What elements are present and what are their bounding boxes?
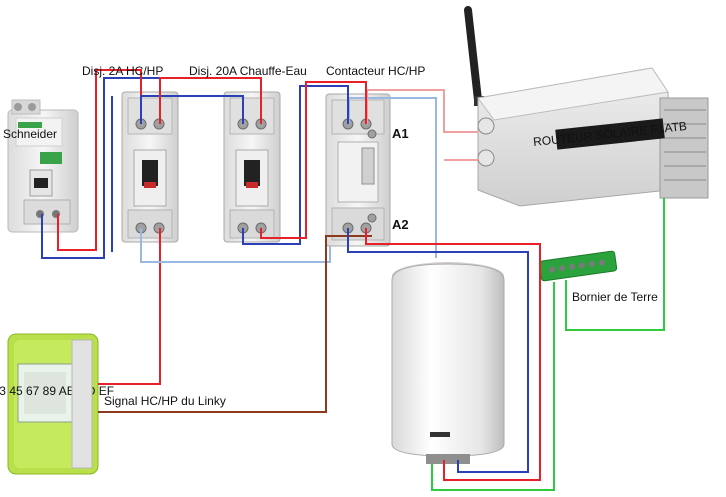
schneider-logo-icon bbox=[18, 122, 42, 128]
breaker-2a-hc-hp bbox=[121, 91, 179, 243]
linky-meter: 01 23 45 67 89 AB CD EF bbox=[0, 333, 114, 475]
label-a2: A2 bbox=[392, 217, 409, 232]
neutral-wire-2a-to-coil bbox=[140, 228, 331, 263]
wires bbox=[41, 69, 665, 491]
label-disj-2a: Disj. 2A HC/HP bbox=[82, 64, 163, 78]
phase-wire-2a-to-linky bbox=[98, 228, 161, 385]
earth-wire-boiler bbox=[431, 282, 555, 491]
antenna-icon bbox=[464, 6, 482, 104]
label-disj-20a: Disj. 20A Chauffe-Eau bbox=[189, 64, 307, 78]
phase-wire-contactor-to-boiler bbox=[365, 228, 541, 481]
brand-label: Schneider bbox=[3, 127, 57, 141]
phase-wire-main-to-2a bbox=[57, 69, 142, 251]
phase-wire-20a-to-contactor bbox=[260, 81, 367, 239]
contactor-hc-hp bbox=[325, 93, 391, 247]
breaker-20a-chauffe-eau bbox=[223, 91, 281, 243]
neutral-wire-2a-to-20a bbox=[140, 95, 244, 124]
phase-wire-2a-to-20a bbox=[159, 77, 262, 124]
earth-wire-router bbox=[565, 198, 665, 331]
neutral-wire-contactor-to-boiler bbox=[347, 228, 529, 473]
label-contacteur: Contacteur HC/HP bbox=[326, 64, 425, 78]
heatsink bbox=[659, 97, 709, 199]
neutral-wire-20a-to-contactor bbox=[242, 85, 349, 245]
earth-terminal-block bbox=[538, 250, 618, 282]
label-signal-linky: Signal HC/HP du Linky bbox=[104, 394, 226, 408]
solar-router-box: ROUTEUR SOLAIRE F1ATB bbox=[464, 6, 709, 207]
main-differential-breaker: Schneider bbox=[3, 99, 79, 233]
label-a1: A1 bbox=[392, 126, 409, 141]
water-heater bbox=[391, 262, 505, 464]
label-bornier: Bornier de Terre bbox=[572, 290, 658, 304]
linky-screen-text: 01 23 45 67 89 AB CD EF bbox=[0, 384, 114, 398]
